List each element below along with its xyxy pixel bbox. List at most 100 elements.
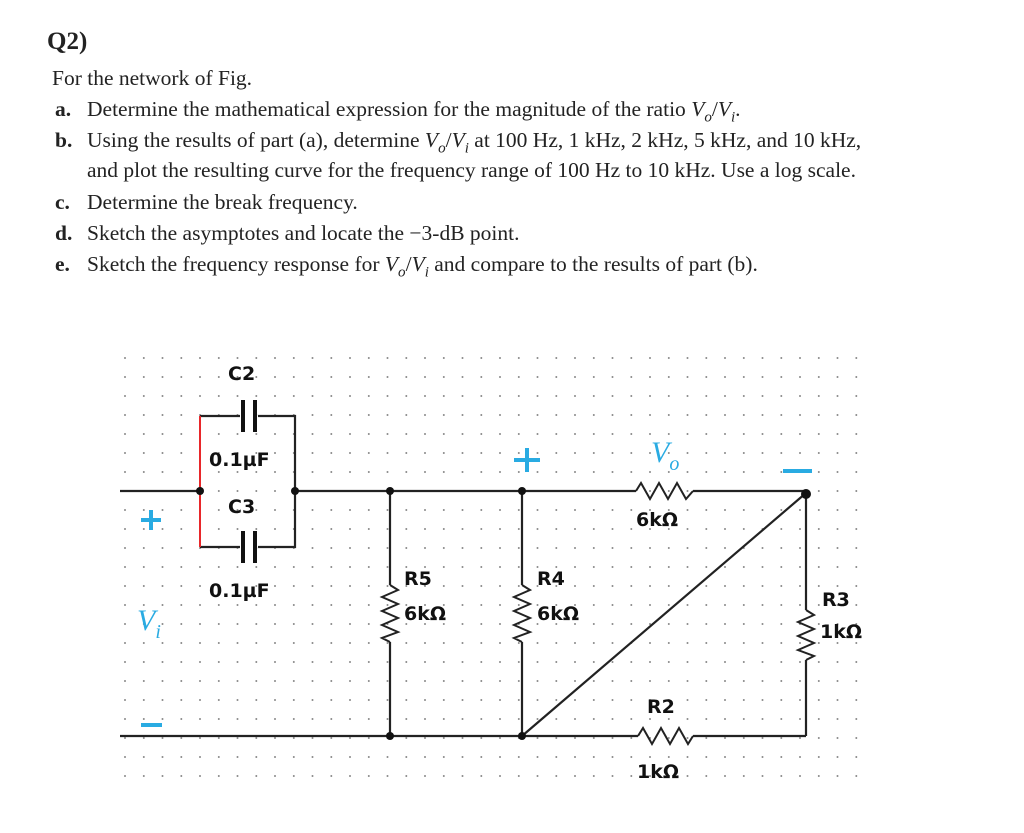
grid-dot (499, 566, 501, 568)
grid-dot (742, 528, 745, 530)
grid-dot (180, 775, 183, 777)
i-subscript: i (464, 140, 469, 157)
grid-dot (274, 357, 276, 359)
grid-dot (405, 718, 408, 720)
grid-dot (817, 566, 820, 568)
grid-dot (386, 547, 389, 549)
grid-dot (705, 756, 708, 758)
grid-dot (574, 775, 576, 777)
grid-dot (536, 528, 539, 530)
grid-dot (142, 528, 145, 530)
grid-dot (592, 509, 595, 511)
grid-dot (574, 566, 576, 568)
grid-dot (630, 452, 633, 454)
grid-dot (142, 661, 145, 663)
grid-dot (855, 528, 858, 530)
grid-dot (536, 604, 539, 606)
grid-dot (555, 547, 558, 549)
grid-dot (405, 471, 408, 473)
grid-dot (836, 585, 839, 587)
grid-dot (442, 528, 445, 530)
grid-dot (780, 642, 783, 644)
grid-dot (274, 699, 276, 701)
grid-dot (161, 471, 164, 473)
grid-dot (499, 452, 501, 454)
grid-dot (630, 718, 633, 720)
grid-dot (461, 395, 464, 397)
grid-dot (499, 756, 501, 758)
grid-dot (142, 775, 145, 777)
grid-dot (386, 471, 389, 473)
grid-dot (217, 699, 220, 701)
grid-dot (836, 566, 839, 568)
grid-dot (292, 395, 295, 397)
grid-dot (311, 357, 314, 359)
grid-dot (724, 718, 726, 720)
grid-dot (217, 528, 220, 530)
grid-dot (255, 566, 258, 568)
grid-dot (367, 528, 370, 530)
grid-dot (555, 471, 558, 473)
grid-dot (817, 661, 820, 663)
part-text: and compare to the results of part (b). (428, 252, 758, 276)
grid-dot (649, 452, 651, 454)
node (386, 732, 394, 740)
grid-dot (142, 357, 145, 359)
grid-dot (667, 471, 670, 473)
grid-dot (555, 452, 558, 454)
v-symbol: V (717, 97, 731, 121)
grid-dot (649, 604, 651, 606)
grid-dot (424, 509, 426, 511)
resistor-r3 (795, 609, 817, 661)
grid-dot (161, 604, 164, 606)
grid-dot (836, 661, 839, 663)
grid-dot (424, 433, 426, 435)
grid-dot (499, 509, 501, 511)
grid-dot (667, 528, 670, 530)
grid-dot (480, 433, 483, 435)
grid-dot (855, 395, 858, 397)
grid-dot (161, 718, 164, 720)
grid-dot (274, 737, 276, 739)
grid-dot (761, 433, 764, 435)
grid-dot (592, 547, 595, 549)
grid-dot (274, 585, 276, 587)
grid-dot (780, 471, 783, 473)
grid-dot (124, 566, 126, 568)
grid-dot (292, 661, 295, 663)
grid-dot (592, 642, 595, 644)
grid-dot (667, 699, 670, 701)
grid-dot (330, 395, 333, 397)
grid-dot (217, 642, 220, 644)
grid-dot (142, 585, 145, 587)
grid-dot (592, 756, 595, 758)
grid-dot (180, 623, 183, 625)
grid-dot (536, 737, 539, 739)
grid-dot (686, 509, 689, 511)
grid-dot (799, 357, 801, 359)
grid-dot (367, 452, 370, 454)
grid-dot (761, 509, 764, 511)
grid-dot (574, 471, 576, 473)
grid-dot (780, 661, 783, 663)
grid-dot (311, 585, 314, 587)
grid-dot (667, 433, 670, 435)
grid-dot (142, 509, 145, 511)
grid-dot (386, 528, 389, 530)
grid-dot (142, 604, 145, 606)
grid-dot (836, 623, 839, 625)
grid-dot (424, 737, 426, 739)
grid-dot (405, 357, 408, 359)
part-label: c. (55, 190, 70, 214)
grid-dot (705, 775, 708, 777)
grid-dot (630, 509, 633, 511)
grid-dot (255, 528, 258, 530)
grid-dot (442, 414, 445, 416)
grid-dot (180, 547, 183, 549)
grid-dot (780, 528, 783, 530)
grid-dot (480, 699, 483, 701)
grid-dot (386, 718, 389, 720)
grid-dot (442, 357, 445, 359)
resistor-r4 (511, 584, 533, 643)
grid-dot (161, 357, 164, 359)
